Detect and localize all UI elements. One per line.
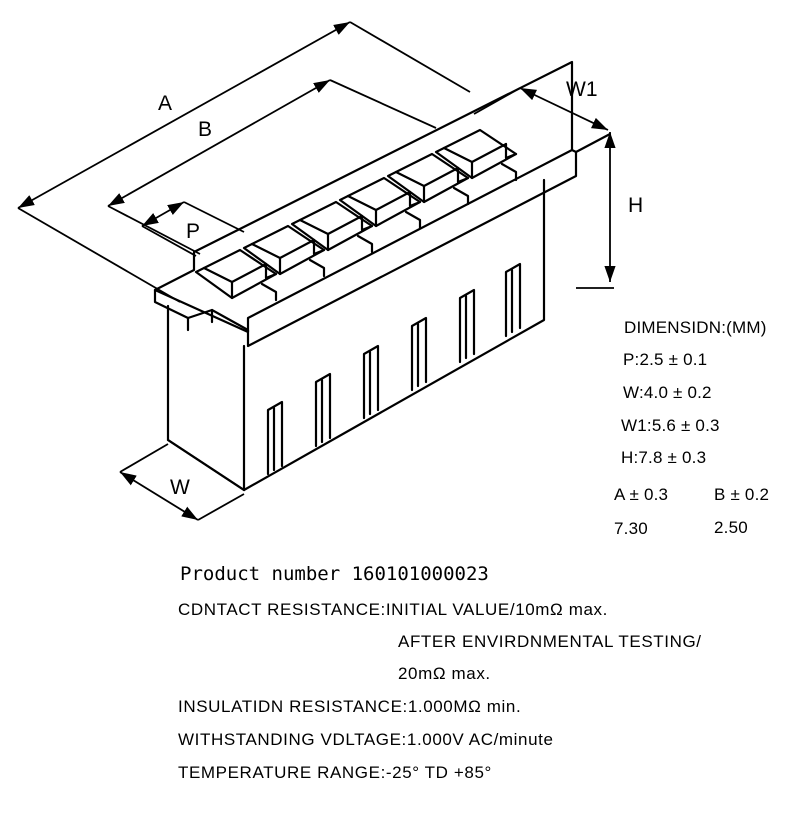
label-w: W [170, 476, 190, 499]
cavity-4 [338, 176, 422, 230]
spec-temperature-range: TEMPERATURE RANGE:-25° TD +85° [178, 763, 492, 782]
spec-withstanding-voltage: WITHSTANDING VDLTAGE:1.000V AC/minute [178, 730, 554, 749]
spec-contact-after-testing: AFTER ENVIRDNMENTAL TESTING/ [398, 632, 702, 651]
body-left-face [166, 304, 246, 492]
product-number: Product number 160101000023 [180, 563, 489, 585]
bottom-slots [266, 262, 522, 476]
dimension-h-value: H:7.8 ± 0.3 [621, 448, 707, 467]
table-header-a: A ± 0.3 [614, 485, 669, 504]
table-value-b: 2.50 [714, 518, 748, 537]
label-a: A [158, 92, 172, 115]
cavity-6 [434, 128, 518, 182]
spec-contact-resistance: CDNTACT RESISTANCE:INITIAL VALUE/10mΩ ma… [178, 600, 608, 619]
spec-contact-after-value: 20mΩ max. [398, 664, 491, 683]
spec-insulation-resistance: INSULATIDN RESISTANCE:1.000MΩ min. [178, 697, 522, 716]
dimension-w1-value: W1:5.6 ± 0.3 [621, 416, 720, 435]
dimensions-heading: DIMENSIDN:(MM) [624, 318, 767, 337]
cavity-3 [290, 200, 374, 254]
dimension-w1-line [519, 87, 609, 131]
body-front-face [242, 178, 546, 492]
cavity-1 [194, 248, 278, 302]
dimension-b-line [107, 79, 331, 207]
dimension-p-line [141, 201, 185, 227]
label-h: H [628, 194, 643, 217]
label-w1: W1 [566, 78, 598, 101]
dimension-p-value: P:2.5 ± 0.1 [623, 350, 708, 369]
flange-front-face [153, 148, 578, 348]
label-b: B [198, 118, 212, 141]
pin-cavities [194, 128, 518, 302]
dimension-a-line [17, 21, 351, 209]
table-value-a: 7.30 [614, 519, 648, 538]
cavity-5 [386, 152, 470, 206]
flange-top-face [153, 60, 574, 334]
table-header-b: B ± 0.2 [714, 485, 770, 504]
label-p: P [186, 220, 200, 243]
cavity-2 [242, 224, 326, 278]
dimension-w-line [119, 471, 199, 521]
dimension-w-value: W:4.0 ± 0.2 [623, 383, 712, 402]
